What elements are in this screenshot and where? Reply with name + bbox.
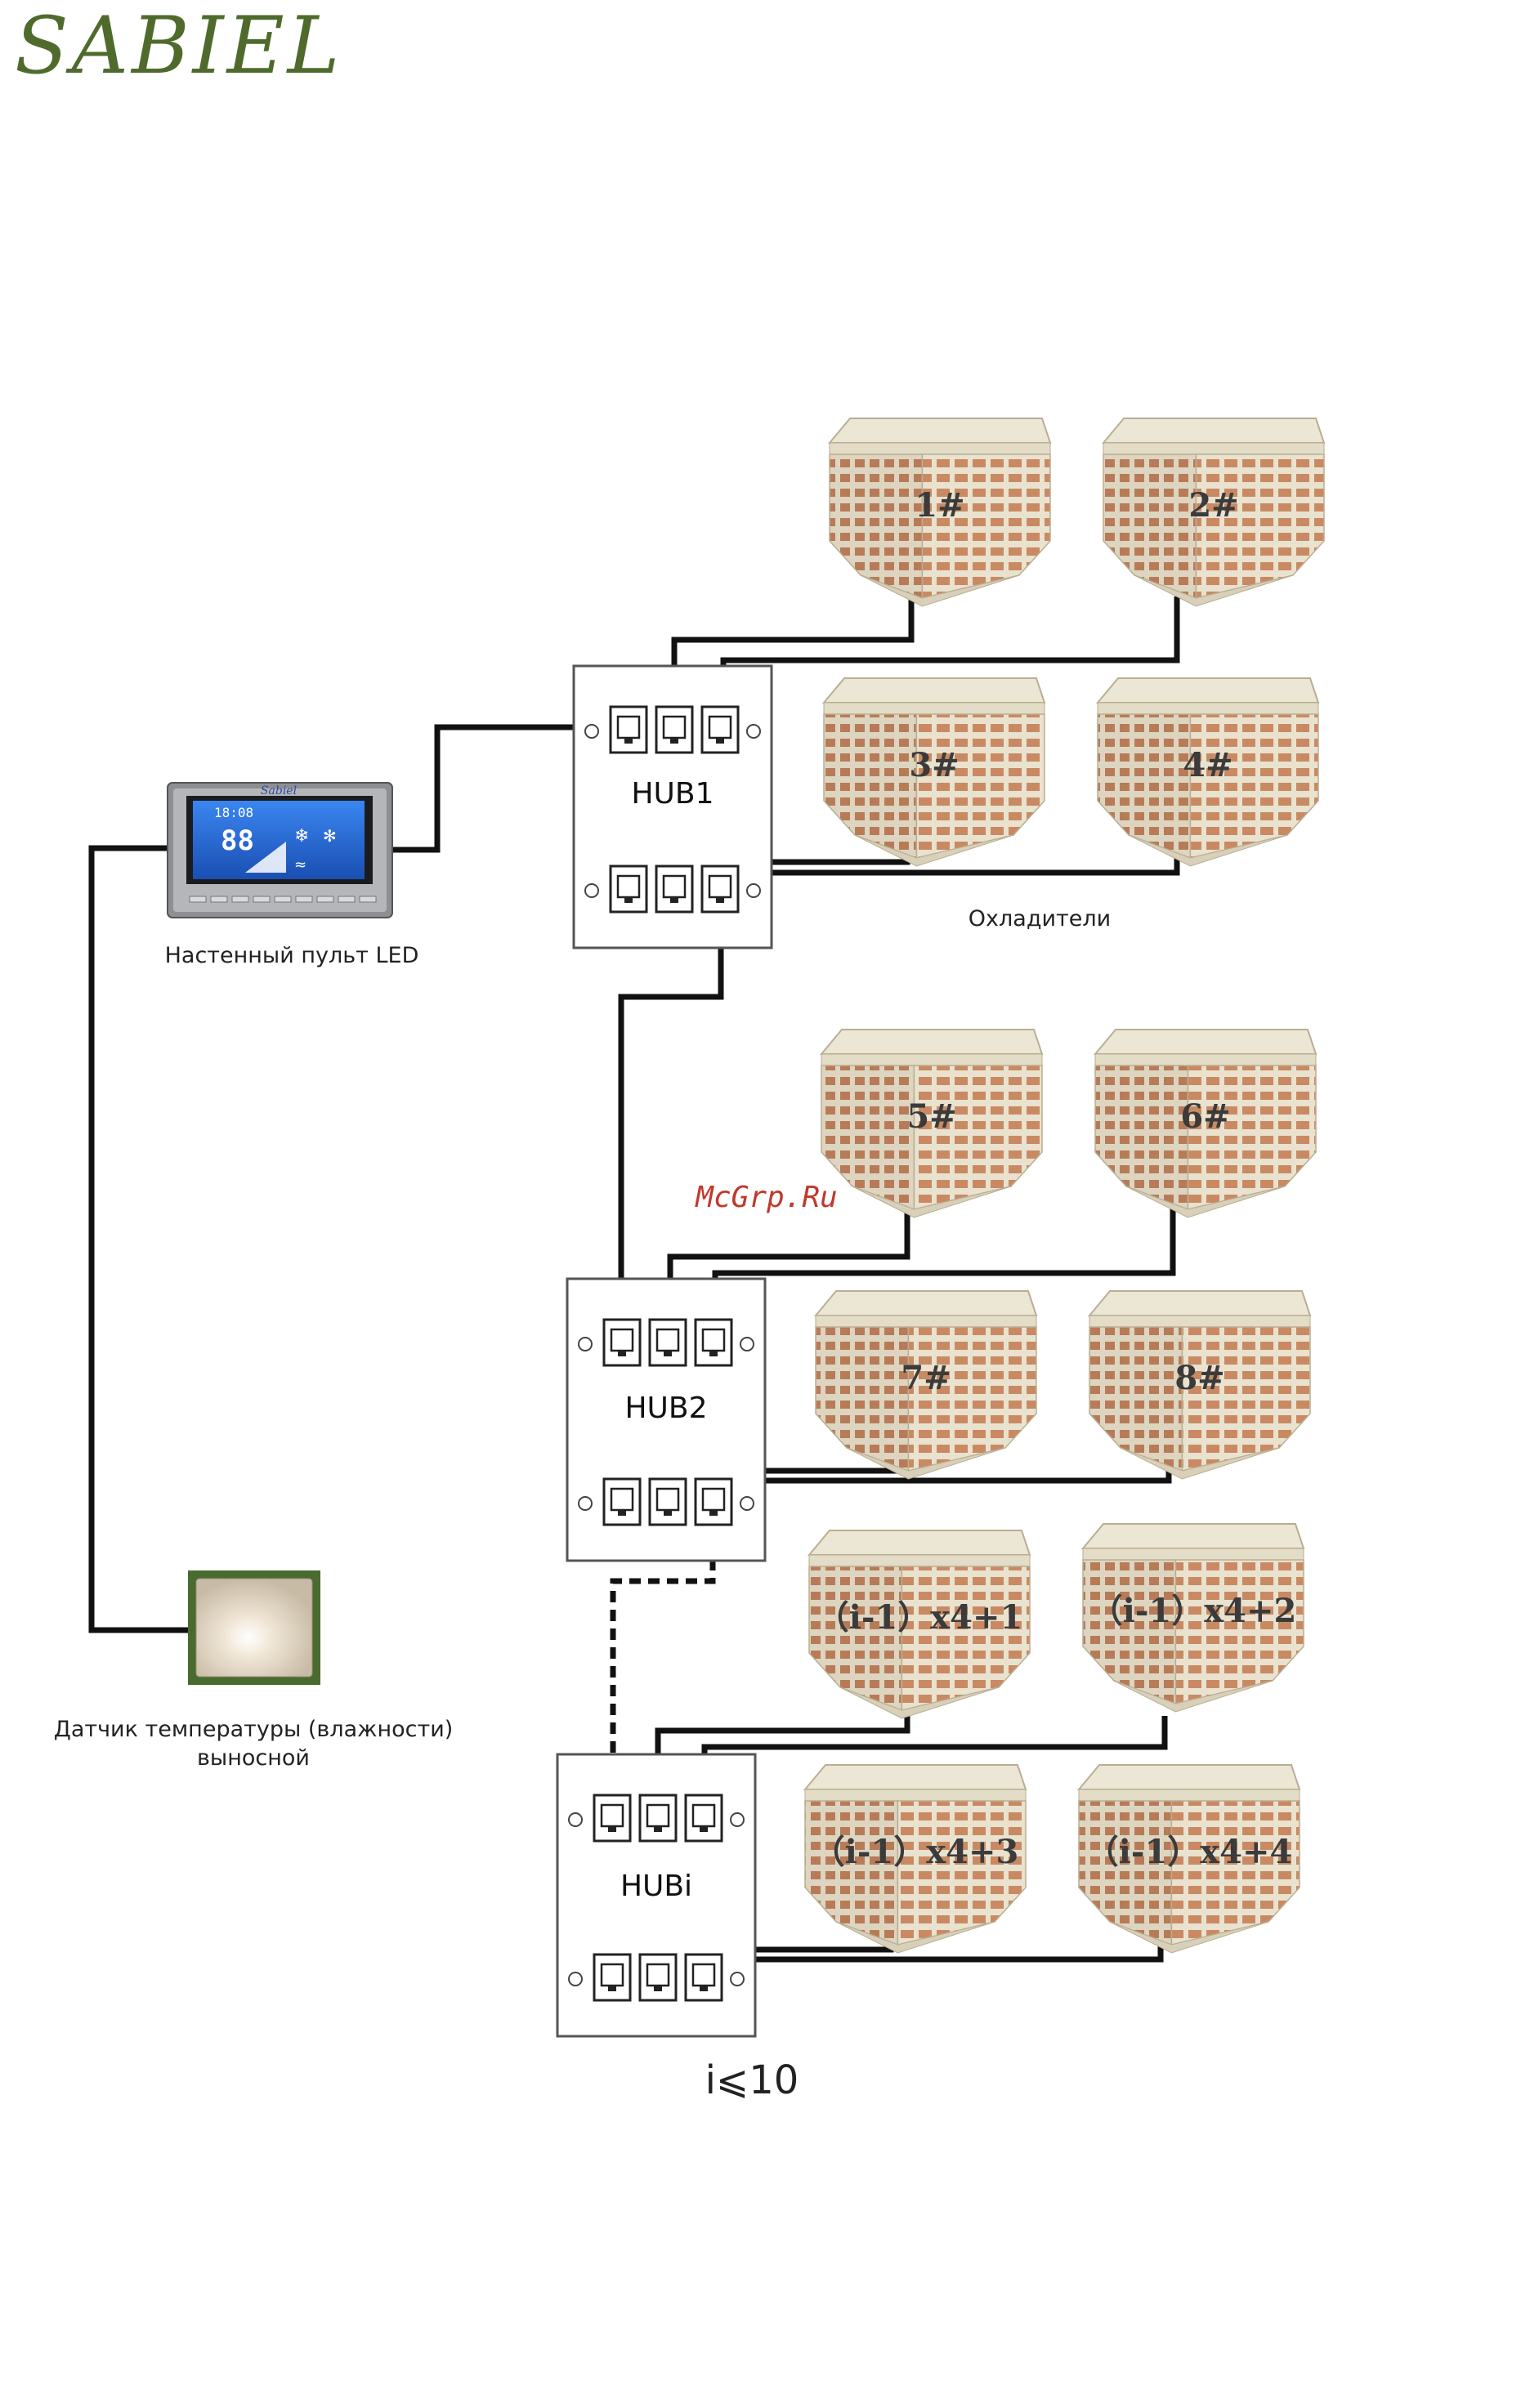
mount-hole-icon [579,1338,592,1351]
cooler-unit-u4: 4# [1098,678,1318,866]
snowflake-icon: ❄ [294,826,309,847]
mount-hole-icon [740,1497,754,1510]
hub-label: HUB1 [631,777,714,811]
water-icon: ≈ [294,856,306,873]
rj-port-icon [696,1320,731,1365]
fan-icon: ✻ [323,826,337,846]
coolers-caption: Охладители [969,906,1111,931]
controller-buttons [190,896,376,902]
rj-port-icon [686,1955,722,2000]
cooler-unit-label: （i-1）x4+3 [812,1833,1019,1871]
mount-hole-icon [585,884,598,897]
mount-hole-icon [747,725,760,738]
mount-hole-icon [731,1813,744,1826]
watermark: McGrp.Ru [694,1181,837,1214]
cooler-unit-label: 2# [1188,486,1238,525]
cooler-unit-u11: （i-1）x4+3 [805,1765,1026,1953]
sensor-label-line1: Датчик температуры (влажности) [54,1717,454,1742]
cooler-unit-label: （i-1）x4+4 [1086,1833,1293,1871]
remote-sensor [188,1570,320,1685]
mount-hole-icon [569,1813,582,1826]
mount-hole-icon [740,1338,754,1351]
lcd-value: 88 [221,824,254,857]
hub-hub1: HUB1 [574,666,772,948]
cooler-unit-label: 1# [915,486,964,525]
cooler-unit-u9: （i-1）x4+1 [809,1530,1030,1718]
rj-port-icon [702,866,738,912]
cooler-unit-u10: （i-1）x4+2 [1083,1524,1304,1712]
cooler-unit-u5: 5# [821,1030,1042,1217]
cooler-unit-u8: 8# [1089,1291,1310,1479]
lcd-time: 18:08 [214,805,253,820]
hub-label: HUB2 [624,1392,707,1425]
cooler-unit-label: 5# [906,1097,956,1136]
rj-port-icon [594,1955,630,2000]
hub-hub2: HUB2 [567,1279,765,1561]
rj-port-icon [604,1320,640,1365]
cooler-unit-label: 6# [1180,1097,1230,1136]
cooler-unit-label: 8# [1174,1359,1224,1397]
cooler-unit-u1: 1# [830,418,1050,606]
wall-controller: Sabiel 18:08 88 ❄ ✻ ≈ [168,783,392,918]
cooler-units: 1# 2# 3# 4# 5# 6# 7# 8# （i-1）x4+1 （i-1）x4+2 （i-1）x… [805,418,1324,1953]
mount-hole-icon [569,1972,582,1986]
rj-port-icon [650,1320,686,1365]
mount-hole-icon [579,1497,592,1510]
rj-port-icon [640,1955,676,2000]
svg-text:Sabiel: Sabiel [261,784,297,797]
hub-label: HUBi [620,1870,692,1903]
cooler-unit-u3: 3# [824,678,1045,866]
cable-hub1-hub2 [621,923,721,1307]
cooler-unit-u12: （i-1）x4+4 [1079,1765,1300,1953]
cooler-unit-label: （i-1）x4+1 [816,1598,1023,1637]
condition-label: i⩽10 [705,2057,799,2103]
rj-port-icon [696,1479,731,1525]
rj-port-icon [686,1795,722,1841]
cooler-unit-label: 7# [901,1359,951,1397]
rj-port-icon [604,1479,640,1525]
hub-hubi: HUBi [557,1754,755,2036]
rj-port-icon [702,707,738,753]
cooler-unit-label: 3# [909,746,959,784]
cooler-unit-u6: 6# [1095,1030,1316,1217]
cooler-unit-u2: 2# [1103,418,1324,606]
rj-port-icon [594,1795,630,1841]
cooler-unit-u7: 7# [816,1291,1036,1479]
mount-hole-icon [731,1972,744,1986]
controller-label: Настенный пульт LED [165,943,419,968]
mount-hole-icon [747,884,760,897]
rj-port-icon [611,866,646,912]
rj-port-icon [650,1479,686,1525]
cooler-unit-label: （i-1）x4+2 [1090,1592,1297,1630]
rj-port-icon [640,1795,676,1841]
rj-port-icon [611,707,646,753]
rj-port-icon [656,707,692,753]
mount-hole-icon [585,725,598,738]
rj-port-icon [656,866,692,912]
cooler-unit-label: 4# [1183,746,1232,784]
sensor-label-line2: выносной [197,1745,310,1771]
